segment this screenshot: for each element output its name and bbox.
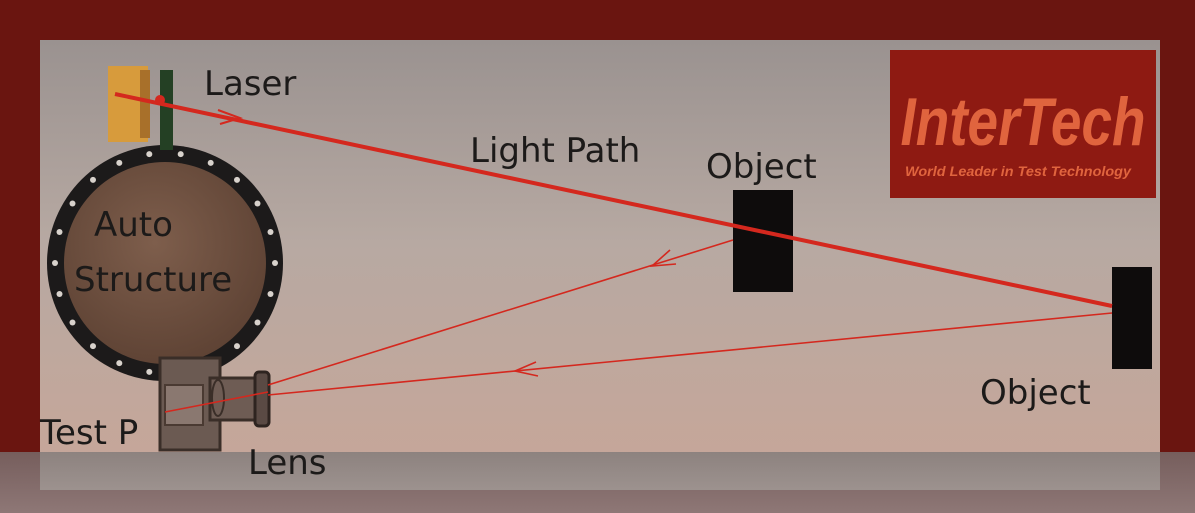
incident-beam	[114, 92, 1113, 308]
bolt-dot	[234, 176, 240, 183]
bolt-dot	[90, 176, 96, 183]
reflected-beam-1	[267, 239, 734, 386]
bolt-dot	[56, 229, 63, 235]
bolt-dot	[146, 151, 153, 158]
auto-structure-body	[64, 162, 266, 364]
object-1-label: Object	[706, 147, 817, 187]
bolt-dot	[234, 343, 240, 350]
laser-mount-inner	[140, 70, 150, 138]
bolt-dot	[267, 229, 274, 235]
laser-label: Laser	[204, 64, 296, 104]
test-p-label: Test P	[39, 413, 138, 453]
bolt-dot	[69, 319, 76, 326]
light-paths	[114, 92, 1113, 413]
bolt-dot	[177, 151, 184, 158]
lens-label: Lens	[248, 443, 327, 483]
auto-structure	[47, 145, 283, 381]
logo-background	[890, 50, 1156, 198]
bolt-dot	[116, 360, 123, 367]
auto-structure-label-line1: Auto	[94, 205, 173, 245]
lens-element	[211, 379, 225, 417]
test-p-window	[164, 384, 204, 426]
laser-post	[160, 70, 173, 150]
reflected-beam-1-arrow	[649, 249, 677, 267]
floor-band	[0, 452, 1195, 513]
lens-front-ring	[253, 370, 271, 428]
logo-tagline-text: World Leader in Test Technology	[905, 163, 1132, 179]
object-block-1	[733, 190, 793, 292]
bolt-dot	[207, 159, 214, 166]
reflected-beam-2	[267, 312, 1113, 396]
auto-structure-label-line2: Structure	[74, 260, 232, 300]
bolt-dot	[116, 159, 123, 166]
logo-brand-text: InterTech	[901, 84, 1146, 160]
bolt-dot	[267, 291, 274, 297]
object-block-2	[1112, 267, 1152, 369]
bolt-dot	[254, 200, 261, 207]
bolt-dot	[254, 319, 261, 326]
bolt-dot	[52, 260, 58, 266]
light-path-label: Light Path	[470, 131, 640, 171]
laser-device	[108, 66, 173, 150]
bolt-dot	[69, 200, 76, 207]
auto-structure-bolts	[52, 151, 278, 375]
bolt-dot	[272, 260, 278, 266]
incident-beam-arrow	[217, 109, 244, 125]
internal-beam	[164, 391, 269, 413]
bolt-dot	[56, 291, 63, 297]
reflected-beam-2-arrow	[512, 361, 539, 377]
intertech-logo: InterTech World Leader in Test Technolog…	[890, 50, 1156, 198]
bolt-dot	[146, 368, 153, 375]
object-2-label: Object	[980, 373, 1091, 413]
bolt-dot	[90, 343, 96, 350]
